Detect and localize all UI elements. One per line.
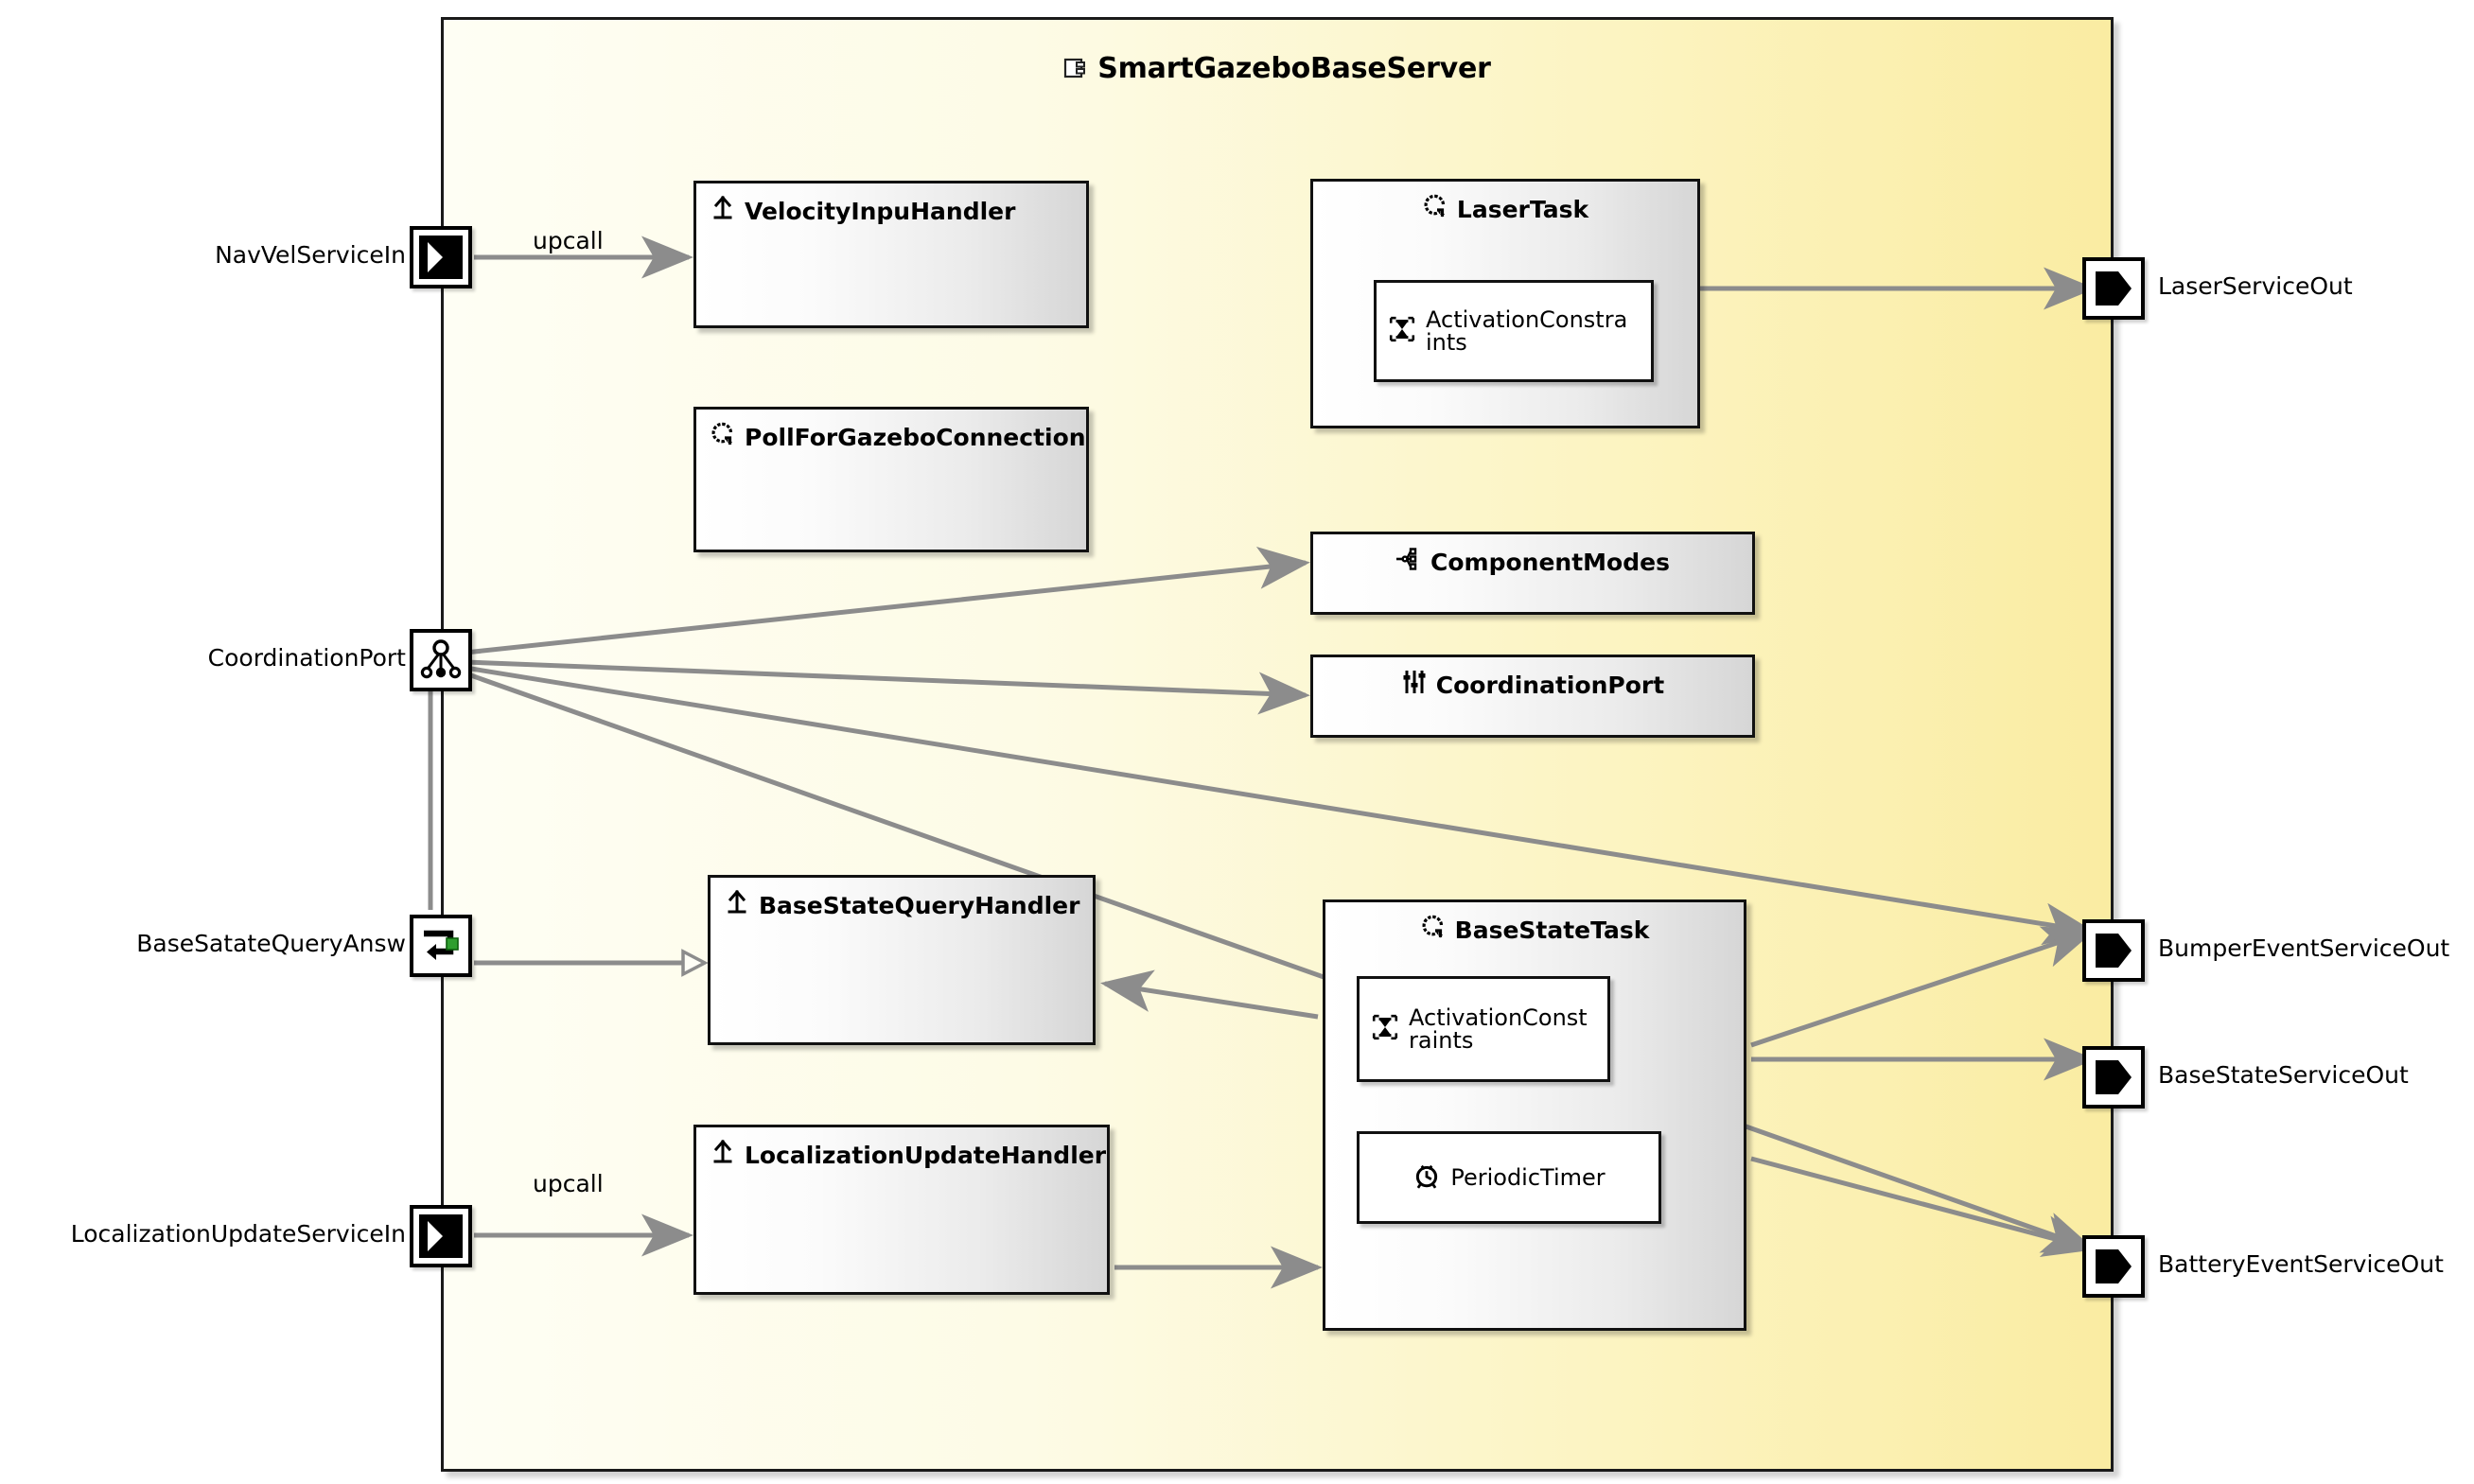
node-base-state-query-handler[interactable]: BaseStateQueryHandler [708,875,1096,1045]
output-service-port-icon [2092,267,2135,310]
output-service-port-icon [2092,1245,2135,1288]
query-answer-port-icon [418,923,464,969]
input-service-port-icon [419,1214,463,1258]
node-header-velocity-inpu-handler: VelocityInpuHandler [696,195,1086,227]
node-label: LocalizationUpdateHandler [745,1141,1107,1169]
component-icon [1063,55,1088,88]
input-service-port-icon [419,236,463,279]
coordination-port-icon [418,637,464,683]
edge-label-upcall-nav-vel: upcall [533,227,604,254]
clock-icon [1412,1161,1441,1194]
hourglass-icon [1371,1013,1399,1045]
task-icon [1422,193,1448,225]
port-laser-service-out[interactable] [2082,257,2145,320]
port-label-base-state-service-out: BaseStateServiceOut [2158,1061,2409,1089]
sub-node-basestate-periodic-timer[interactable]: PeriodicTimer [1357,1131,1661,1224]
hourglass-icon [1388,315,1416,347]
upcall-handler-icon [724,889,750,921]
node-header-base-state-task: BaseStateTask [1325,914,1744,946]
port-label-base-satate-query-answ: BaseSatateQueryAnsw [136,930,406,957]
output-service-port-icon [2092,1056,2135,1099]
component-title: SmartGazeboBaseServer [444,52,2111,88]
node-label: BaseStateTask [1454,916,1650,944]
port-base-satate-query-answ[interactable] [410,915,472,977]
node-label: PollForGazeboConnection [745,423,1086,451]
port-base-state-service-out[interactable] [2082,1046,2145,1109]
node-localization-update-handler[interactable]: LocalizationUpdateHandler [693,1125,1110,1295]
upcall-handler-icon [710,195,736,227]
sub-node-label: PeriodicTimer [1450,1163,1605,1191]
node-label: LaserTask [1456,195,1589,223]
node-label: VelocityInpuHandler [745,197,1016,225]
output-service-port-icon [2092,929,2135,972]
sliders-icon [1401,669,1428,701]
node-header-base-state-query-handler: BaseStateQueryHandler [711,889,1093,921]
port-label-battery-event-service-out: BatteryEventServiceOut [2158,1250,2444,1278]
sub-node-laser-activation-constraints[interactable]: ActivationConstra ints [1374,280,1654,382]
port-label-nav-vel-service-in: NavVelServiceIn [215,241,406,269]
port-label-laser-service-out: LaserServiceOut [2158,272,2353,300]
component-title-text: SmartGazeboBaseServer [1097,52,1491,85]
task-icon [1420,914,1447,946]
sub-node-label: ActivationConstra ints [1426,306,1628,356]
component-modes-icon [1395,546,1422,578]
node-coordination-port-node[interactable]: CoordinationPort [1310,655,1755,738]
port-battery-event-service-out[interactable] [2082,1235,2145,1298]
node-label: CoordinationPort [1435,671,1665,699]
task-icon [710,421,736,453]
port-label-localization-update-service-in: LocalizationUpdateServiceIn [70,1220,406,1248]
node-component-modes[interactable]: ComponentModes [1310,532,1755,615]
port-label-coordination-port: CoordinationPort [207,644,406,672]
sub-node-basestate-activation-constraints[interactable]: ActivationConst raints [1357,976,1610,1082]
upcall-handler-icon [710,1139,736,1171]
node-velocity-inpu-handler[interactable]: VelocityInpuHandler [693,181,1089,328]
port-nav-vel-service-in[interactable] [410,226,472,288]
port-bumper-event-service-out[interactable] [2082,919,2145,982]
port-localization-update-service-in[interactable] [410,1205,472,1267]
node-header-localization-update-handler: LocalizationUpdateHandler [696,1139,1107,1171]
node-header-poll-for-gazebo-connection: PollForGazeboConnection [696,421,1086,453]
node-poll-for-gazebo-connection[interactable]: PollForGazeboConnection [693,407,1089,552]
node-base-state-task[interactable]: BaseStateTask [1323,899,1746,1331]
sub-node-label: ActivationConst raints [1409,1004,1588,1054]
edge-label-upcall-localization: upcall [533,1170,604,1197]
port-coordination-port[interactable] [410,629,472,691]
component-frame: SmartGazeboBaseServer [441,17,2114,1472]
node-header-component-modes: ComponentModes [1313,546,1752,578]
node-header-coordination-port-node: CoordinationPort [1313,669,1752,701]
node-label: BaseStateQueryHandler [759,891,1080,919]
node-label: ComponentModes [1430,548,1670,576]
node-header-laser-task: LaserTask [1313,193,1697,225]
port-label-bumper-event-service-out: BumperEventServiceOut [2158,934,2450,962]
